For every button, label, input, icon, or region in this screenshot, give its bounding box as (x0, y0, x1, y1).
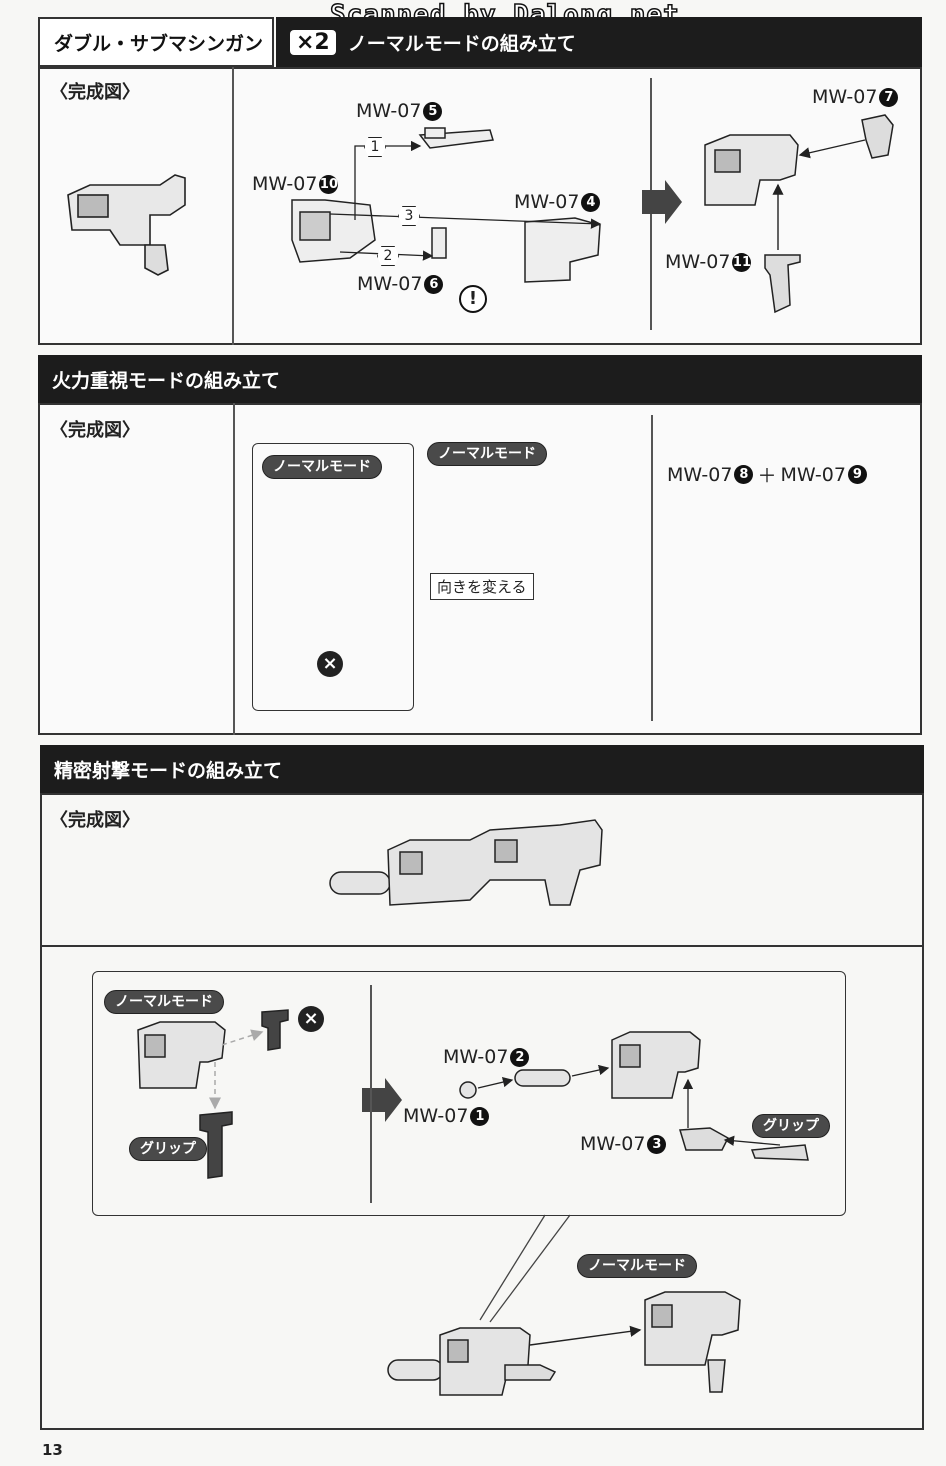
section1-header: ×2 ノーマルモードの組み立て (276, 17, 922, 67)
step-marker: 3 (398, 206, 420, 226)
finished-label: 〈完成図〉 (50, 810, 140, 831)
section3-title: 精密射撃モードの組み立て (54, 759, 283, 782)
divider (233, 403, 235, 735)
multiplier-badge: ×2 (290, 29, 336, 55)
precision-mode-finished-drawing (329, 819, 603, 906)
section2-title: 火力重視モードの組み立て (52, 369, 281, 392)
divider (370, 985, 372, 1203)
next-arrow-icon (362, 1078, 402, 1122)
caution-icon: ! (459, 285, 487, 313)
step-marker: 2 (377, 246, 399, 266)
finished-label: 〈完成図〉 (50, 82, 140, 103)
finished-gun-drawing (67, 174, 186, 276)
normal-mode-label: ノーマルモード (577, 1254, 697, 1278)
divider (40, 945, 924, 947)
normal-mode-label: ノーマルモード (427, 442, 547, 466)
detail-inset (92, 971, 846, 1216)
x-mark-icon: × (317, 651, 343, 677)
section2-header: 火力重視モードの組み立て (38, 355, 922, 403)
step-marker: 1 (364, 137, 386, 157)
x-mark-icon: × (298, 1006, 324, 1032)
finished-label: 〈完成図〉 (50, 420, 140, 441)
divider (651, 415, 653, 721)
next-arrow-icon (642, 180, 682, 224)
normal-mode-label: ノーマルモード (104, 990, 224, 1014)
section1-title: ノーマルモードの組み立て (347, 32, 576, 55)
section3-panel (40, 793, 924, 1430)
detail-inset (252, 443, 414, 711)
grip-label: グリップ (752, 1114, 830, 1138)
change-direction-note: 向きを変える (430, 573, 534, 600)
weapon-name-header: ダブル・サブマシンガン (38, 17, 274, 67)
divider (232, 67, 234, 345)
grip-label: グリップ (129, 1137, 207, 1161)
section3-header: 精密射撃モードの組み立て (40, 745, 924, 793)
page-number: 13 (42, 1441, 63, 1459)
normal-mode-label: ノーマルモード (262, 455, 382, 479)
weapon-name: ダブル・サブマシンガン (54, 32, 264, 55)
